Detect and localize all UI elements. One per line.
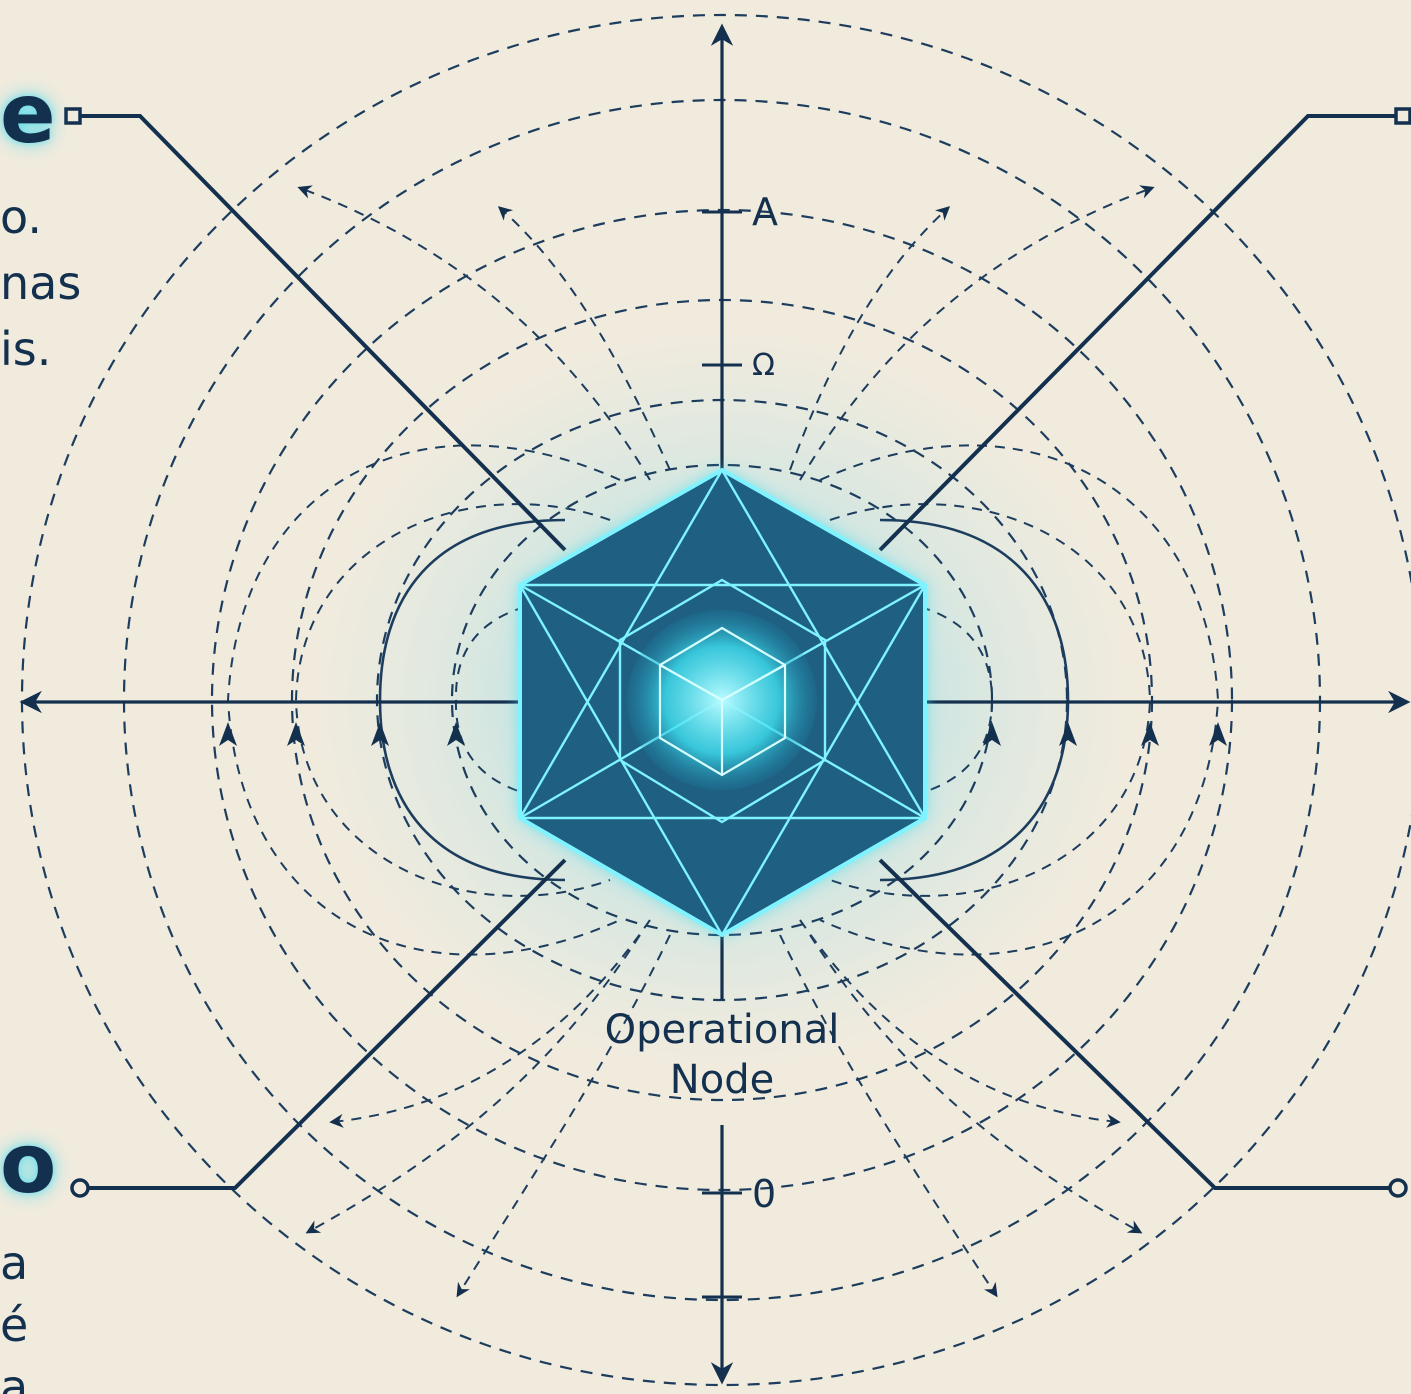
- left-bottom-heading: o: [0, 1124, 56, 1206]
- left-top-line-2: nas: [0, 258, 81, 308]
- left-top-heading: e: [0, 74, 56, 156]
- left-top-line-3: is.: [0, 324, 51, 374]
- left-bottom-line-3: a: [0, 1362, 28, 1394]
- axis-label-upper: A: [752, 190, 778, 234]
- left-bottom-line-2: é: [0, 1300, 28, 1350]
- node-label: Operational Node: [572, 1005, 872, 1105]
- left-top-line-1: o.: [0, 192, 42, 242]
- left-bottom-line-1: a: [0, 1238, 28, 1288]
- node-label-line-1: Operational: [572, 1005, 872, 1055]
- node-label-line-2: Node: [572, 1055, 872, 1105]
- axis-label-middle-upper: Ω: [752, 348, 775, 384]
- axis-label-lower: 0: [752, 1172, 776, 1216]
